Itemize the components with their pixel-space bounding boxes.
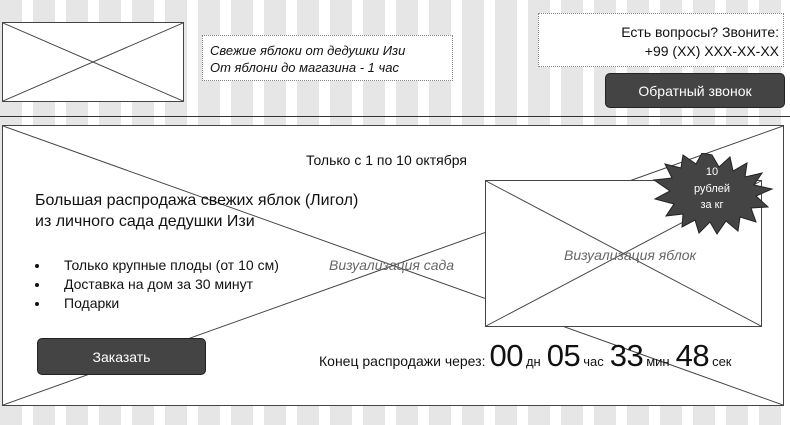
header-divider <box>0 116 790 117</box>
contact-box: Есть вопросы? Звоните: +99 (XX) XXX-XX-X… <box>538 13 784 67</box>
countdown-seconds: 48 <box>675 338 710 373</box>
badge-line3: за кг <box>700 199 724 211</box>
badge-line1: 10 <box>705 166 719 178</box>
feature-item: Только крупные плоды (от 10 см) <box>50 256 279 275</box>
badge-line2: рублей <box>693 183 731 195</box>
headline-line2: из личного сада дедушки Изи <box>35 213 255 230</box>
price-badge: 10 рублей за кг <box>650 153 774 235</box>
order-button[interactable]: Заказать <box>37 338 206 375</box>
contact-question: Есть вопросы? Звоните: <box>621 24 779 40</box>
garden-caption: Визуализация сада <box>329 257 455 273</box>
tagline-box: Свежие яблоки от дедушки Изи От яблони д… <box>202 35 453 81</box>
callback-button[interactable]: Обратный звонок <box>605 73 785 108</box>
feature-list: Только крупные плоды (от 10 см) Доставка… <box>34 256 279 313</box>
logo-placeholder <box>2 22 184 102</box>
feature-item: Доставка на дом за 30 минут <box>50 275 279 294</box>
apple-caption: Визуализация яблок <box>564 247 697 263</box>
headline-line1: Большая распродажа свежих яблок (Лигол) <box>35 192 359 209</box>
countdown-hours: 05 <box>546 338 581 373</box>
feature-item: Подарки <box>50 294 279 313</box>
countdown: Конец распродажи через: 00 дн 05 час 33 … <box>319 338 732 374</box>
countdown-days-unit: дн <box>525 354 541 369</box>
starburst-icon <box>652 153 774 235</box>
tagline-line2: От яблони до магазина - 1 час <box>210 60 399 75</box>
contact-phone: +99 (XX) XXX-XX-XX <box>644 43 779 59</box>
countdown-seconds-unit: сек <box>712 354 732 369</box>
date-range: Только с 1 по 10 октября <box>306 152 467 168</box>
countdown-label: Конец распродажи через: <box>319 353 486 369</box>
tagline-line1: Свежие яблоки от дедушки Изи <box>210 43 406 58</box>
countdown-minutes: 33 <box>609 338 644 373</box>
countdown-days: 00 <box>489 338 523 373</box>
countdown-minutes-unit: мин <box>646 354 670 369</box>
countdown-hours-unit: час <box>583 354 604 369</box>
